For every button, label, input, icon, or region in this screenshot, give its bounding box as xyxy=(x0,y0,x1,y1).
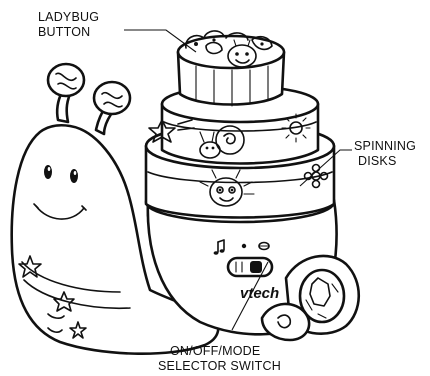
vtech-logo: vtech xyxy=(240,285,279,302)
switch-label-line2: SELECTOR SWITCH xyxy=(158,359,281,373)
snail-antenna-right xyxy=(94,82,130,134)
rear-foot xyxy=(262,304,309,340)
ladybug-button-label: LADYBUG BUTTON xyxy=(38,10,99,39)
mode-dot-icon xyxy=(242,244,246,248)
snail-antenna-left xyxy=(48,64,84,122)
ladybug-label-line1: LADYBUG xyxy=(38,10,99,24)
ladybug-button[interactable] xyxy=(178,31,284,106)
spinning-label-line2: DISKS xyxy=(358,154,397,168)
selector-switch-label: ON/OFF/MODE SELECTOR SWITCH xyxy=(158,344,281,373)
switch-label-line1: ON/OFF/MODE xyxy=(170,344,260,358)
spinning-label-line1: SPINNING xyxy=(354,139,416,153)
spinning-disks-label: SPINNING DISKS xyxy=(354,139,416,168)
ladybug-label-line2: BUTTON xyxy=(38,25,90,39)
